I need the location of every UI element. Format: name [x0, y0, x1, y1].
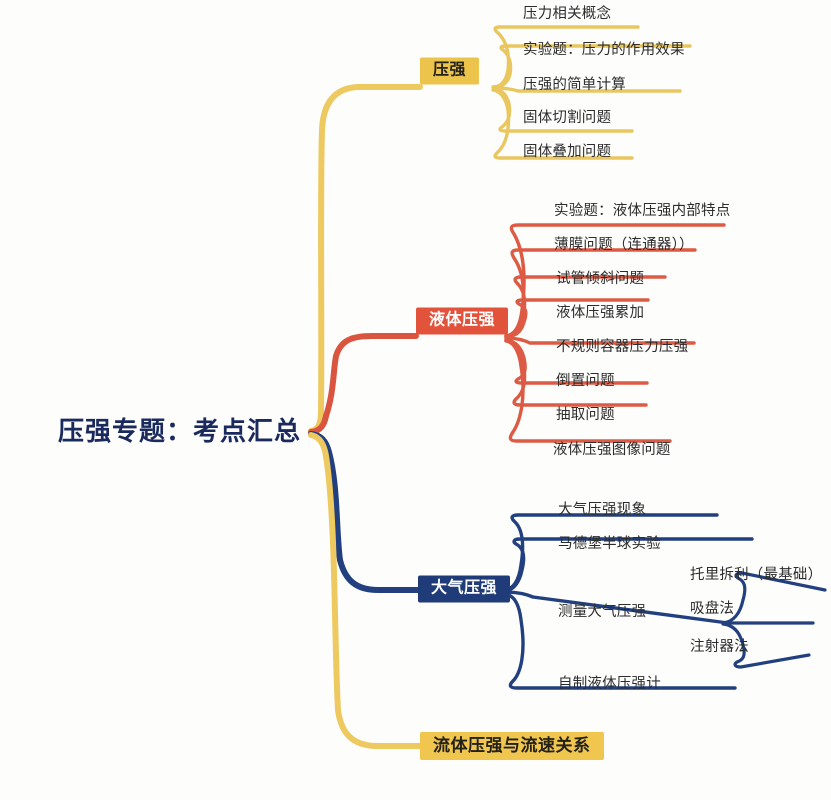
leaf-pressure-0[interactable]: 压力相关概念 [523, 5, 612, 22]
leaf-liquid-5[interactable]: 倒置问题 [556, 372, 615, 389]
leaf-pressure-2[interactable]: 压强的简单计算 [523, 76, 626, 93]
edge-liquid-child-7 [504, 339, 672, 443]
branch-node-atmospheric-pressure[interactable]: 大气压强 [418, 575, 511, 603]
root-node[interactable]: 压强专题：考点汇总 [58, 416, 302, 446]
leaf-liquid-7[interactable]: 液体压强图像问题 [553, 441, 671, 458]
leaf-liquid-6[interactable]: 抽取问题 [556, 406, 615, 423]
leaf-liquid-4[interactable]: 不规则容器压力压强 [556, 338, 689, 355]
leaf-atmospheric-0[interactable]: 大气压强现象 [558, 501, 647, 518]
leaf-liquid-1[interactable]: 薄膜问题（连通器）） [554, 236, 694, 253]
leaf-measure-0[interactable]: 托里拆利（最基础） [690, 566, 823, 583]
leaf-liquid-0[interactable]: 实验题：液体压强内部特点 [554, 202, 731, 219]
leaf-pressure-3[interactable]: 固体切割问题 [523, 109, 612, 126]
edge-root-to-fluid [308, 432, 423, 749]
leaf-pressure-1[interactable]: 实验题：压力的作用效果 [523, 41, 685, 58]
edge-root-to-pressure [308, 84, 423, 434]
branch-node-fluid-pressure-velocity[interactable]: 流体压强与流速关系 [420, 732, 604, 760]
leaf-atmospheric-3[interactable]: 自制液体压强计 [558, 675, 661, 692]
branch-node-liquid-pressure[interactable]: 液体压强 [416, 307, 509, 335]
leaf-pressure-4[interactable]: 固体叠加问题 [523, 143, 612, 160]
edge-root-to-atmospheric [308, 431, 421, 593]
leaf-atmospheric-2[interactable]: 测量大气压强 [558, 603, 647, 620]
leaf-measure-1[interactable]: 吸盘法 [690, 600, 735, 617]
edge-root-to-liquid [308, 333, 419, 435]
leaf-measure-2[interactable]: 注射器法 [690, 638, 749, 655]
leaf-liquid-2[interactable]: 试管倾斜问题 [556, 270, 645, 287]
leaf-liquid-3[interactable]: 液体压强累加 [556, 304, 645, 321]
edge-atmospheric-child-0 [503, 513, 719, 592]
leaf-atmospheric-1[interactable]: 马德堡半球实验 [558, 535, 661, 552]
branch-node-pressure[interactable]: 压强 [420, 57, 480, 85]
edge-liquid-child-1 [504, 248, 697, 338]
